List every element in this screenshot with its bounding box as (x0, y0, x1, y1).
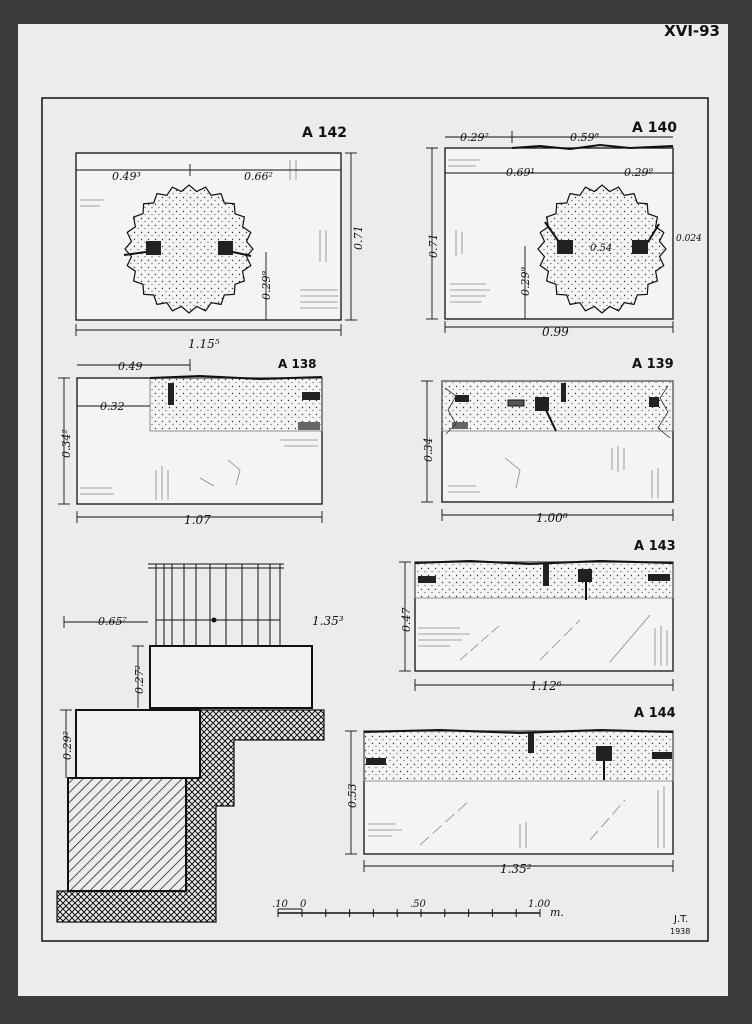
dim-a142-center: 0.29⁹ (260, 271, 273, 300)
scale-label-end: 1.00 (528, 899, 551, 910)
dim-a140-left: 0.69¹ (506, 166, 535, 179)
dim-a138-width: 1.07 (184, 513, 211, 527)
dim-a142-right: 0.66² (244, 170, 273, 183)
dim-a144-width: 1.35² (500, 862, 532, 876)
dim-a142-height: 0.71 (352, 226, 365, 251)
dim-a138-inner: 0.32 (100, 400, 125, 413)
dim-section-step-upper: 0.27² (133, 665, 146, 694)
dim-a143-width: 1.12⁶ (530, 679, 562, 693)
dim-a138-top: 0.49 (118, 360, 143, 373)
scale-bar (277, 908, 541, 917)
dim-a143-height: 0.47 (400, 608, 413, 633)
signature-initials: J.T. (673, 914, 688, 925)
dim-a140-height: 0.71 (427, 234, 440, 259)
dim-a140-lower: 0.29⁹ (519, 267, 532, 296)
drawing-a143 (399, 559, 674, 691)
label-a144: A 144 (634, 706, 676, 721)
sheet-frame (41, 97, 709, 942)
dim-a140-small: 0.024 (676, 234, 702, 244)
scale-unit: m. (550, 906, 564, 919)
dim-a142-left: 0.49³ (112, 170, 141, 183)
drawing-a140 (426, 131, 674, 333)
label-a142: A 142 (302, 125, 347, 141)
label-a138: A 138 (278, 357, 317, 371)
dim-a138-height: 0.34² (60, 429, 73, 458)
scale-label-zero: 0 (300, 899, 307, 910)
sheet-code: XVI-93 (664, 22, 720, 40)
dim-section-top: 1.35³ (312, 614, 344, 628)
scale-label-neg: .10 (272, 899, 289, 910)
dim-a140-top-left: 0.29² (460, 131, 489, 144)
dim-section-offset: 0.65⁷ (98, 615, 127, 628)
dim-a144-height: 0.53 (346, 784, 359, 809)
drawing-a144 (345, 728, 674, 872)
dim-a139-width: 1.00⁸ (536, 511, 568, 525)
label-a140: A 140 (632, 120, 677, 136)
dim-a140-top-right: 0.59⁸ (570, 131, 599, 144)
label-a139: A 139 (632, 357, 674, 372)
dim-a140-width: 0.99 (542, 325, 569, 339)
dim-a140-center: 0.54 (590, 243, 612, 254)
dim-a139-height: 0.34 (422, 438, 435, 463)
scale-label-mid: .50 (410, 899, 427, 910)
drawing-section (56, 563, 325, 923)
dim-a140-right: 0.29⁹ (624, 166, 653, 179)
dim-section-step-lower: 0.29² (61, 731, 74, 760)
drawing-a142 (75, 152, 357, 336)
signature-year: 1938 (670, 927, 690, 936)
label-a143: A 143 (634, 539, 676, 554)
dim-a142-width: 1.15⁵ (188, 337, 220, 351)
drawing-a139 (421, 380, 674, 521)
drawing-a138 (58, 359, 323, 523)
